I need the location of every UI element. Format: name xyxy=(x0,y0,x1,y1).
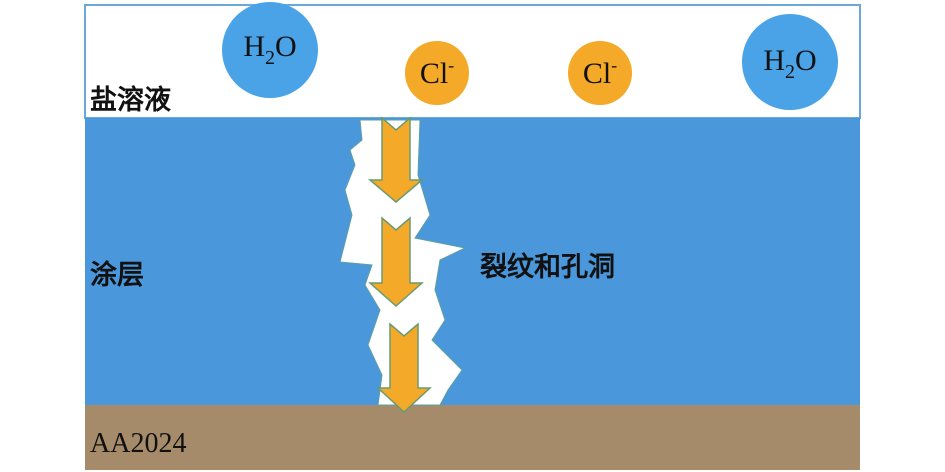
water-molecule-circle xyxy=(222,2,318,98)
coating-label: 涂层 xyxy=(90,260,144,291)
substrate-label: AA2024 xyxy=(90,428,187,459)
coating-layer xyxy=(85,118,860,405)
chloride-ion-label: Cl- xyxy=(582,55,618,90)
water-molecule-circle xyxy=(742,14,838,110)
substrate-layer xyxy=(85,405,860,470)
down-arrow-icon xyxy=(367,116,425,203)
salt-solution-layer xyxy=(84,4,861,119)
down-arrow-icon xyxy=(368,216,424,308)
salt-solution-label: 盐溶液 xyxy=(90,85,171,116)
arrows xyxy=(367,116,432,414)
down-arrow-icon xyxy=(376,322,432,414)
chloride-ion-label: Cl- xyxy=(419,55,455,90)
water-molecule-label: H2O xyxy=(243,30,297,69)
chloride-ion-circle xyxy=(405,41,469,105)
crack-label: 裂纹和孔洞 xyxy=(480,252,615,283)
water-molecule-label: H2O xyxy=(763,44,817,83)
chloride-ion-circle xyxy=(568,41,632,105)
